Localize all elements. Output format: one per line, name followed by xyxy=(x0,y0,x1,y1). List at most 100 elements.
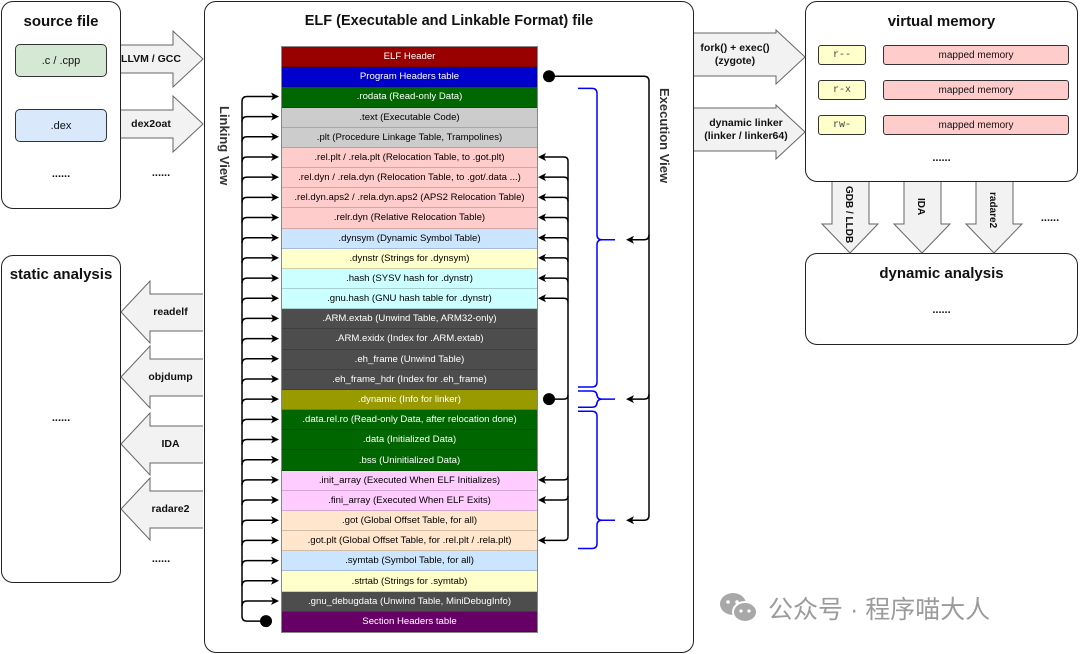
linking-view-branch xyxy=(241,95,277,102)
linking-view-branch xyxy=(241,156,277,163)
arrow-head-icon xyxy=(271,516,279,525)
arrow-head-icon xyxy=(538,274,546,283)
linking-view-branch xyxy=(241,317,277,324)
arrow-head-icon xyxy=(538,193,546,202)
dynamic-branch xyxy=(540,176,569,182)
perm-rx: r-x xyxy=(818,80,866,100)
linking-view-label: Linking View xyxy=(217,106,232,186)
arrow-head-icon xyxy=(271,475,279,484)
elf-section-row: .dynsym (Dynamic Symbol Table) xyxy=(282,228,537,249)
load-arrow-fork-exec-label: fork() + exec() (zygote) xyxy=(700,41,770,67)
segment-brace-dynamic xyxy=(578,390,615,408)
elf-section-row: .gnu.hash (GNU hash table for .dynstr) xyxy=(282,289,537,310)
arrow-head-icon xyxy=(626,395,634,404)
elf-section-row: .gnu_debugdata (Unwind Table, MiniDebugI… xyxy=(282,591,537,612)
arrow-head-icon xyxy=(271,415,279,424)
execution-view-trunk xyxy=(549,75,650,521)
elf-section-row: .rel.plt / .rela.plt (Relocation Table, … xyxy=(282,147,537,169)
arrow-head-icon xyxy=(271,112,279,121)
arrow-head-icon xyxy=(271,193,279,202)
linking-view-branch xyxy=(241,236,277,243)
elf-section-row: .dynamic (Info for linker) xyxy=(282,389,537,411)
linking-view-branch xyxy=(241,277,277,284)
mapped-memory-region: mapped memory xyxy=(883,115,1069,135)
linking-view-branch xyxy=(241,378,277,385)
arrow-head-icon xyxy=(271,334,279,343)
linking-view-branch xyxy=(241,539,277,546)
arrow-head-icon xyxy=(538,536,546,545)
dynamic-branch xyxy=(540,475,569,481)
linking-view-trunk xyxy=(241,101,266,622)
linking-view-branch xyxy=(241,297,277,304)
linking-view-branch xyxy=(241,358,277,364)
static-arrow-readelf-label: readelf xyxy=(153,306,188,318)
source-item-dex: .dex xyxy=(15,109,107,142)
dynamic-analysis-box: dynamic analysis ...... xyxy=(805,253,1078,345)
elf-section-row: .data.rel.ro (Read-only Data, after relo… xyxy=(282,410,537,431)
static-more: ...... xyxy=(151,553,171,565)
arrow-head-icon xyxy=(271,354,279,363)
arrow-head-icon xyxy=(271,213,279,222)
linking-view-branch xyxy=(241,519,277,526)
linking-view-branch xyxy=(241,418,277,425)
arrow-head-icon xyxy=(271,576,279,585)
static-arrow-ida xyxy=(120,411,203,477)
static-arrow-readelf xyxy=(120,279,203,345)
dynamic-branch xyxy=(540,216,569,222)
execution-view-branch xyxy=(628,234,650,241)
virtual-memory-more: ...... xyxy=(932,152,951,164)
perm-rw: rw- xyxy=(818,115,866,135)
elf-section-row: .rodata (Read-only Data) xyxy=(282,87,537,108)
arrow-head-icon xyxy=(271,274,279,283)
arrow-head-icon xyxy=(271,253,279,262)
mapped-memory-region: mapped memory xyxy=(883,45,1069,65)
dynamic-branch xyxy=(540,496,569,501)
load-arrow-dynamic-linker xyxy=(694,103,806,161)
elf-section-row: .eh_frame_hdr (Index for .eh_frame) xyxy=(282,369,537,390)
compile-arrow-dex2oat xyxy=(121,94,204,154)
elf-section-row: .got (Global Offset Table, for all) xyxy=(282,510,537,532)
arrow-head-icon xyxy=(271,374,279,383)
linking-view-branch xyxy=(241,337,277,344)
arrow-head-icon xyxy=(271,294,279,303)
virtual-memory-box: virtual memory r-- mapped memory r-x map… xyxy=(805,1,1078,182)
dynamic-branch xyxy=(540,196,569,202)
elf-section-row: .bss (Uninitialized Data) xyxy=(282,450,537,471)
source-file-box: source file .c / .cpp .dex ...... xyxy=(1,1,121,209)
elf-title: ELF (Executable and Linkable Format) fil… xyxy=(304,13,594,29)
arrow-head-icon xyxy=(271,92,279,101)
source-item-c-cpp: .c / .cpp xyxy=(15,44,107,77)
elf-section-row: .dynstr (Strings for .dynsym) xyxy=(282,248,537,269)
arrow-head-icon xyxy=(271,455,279,464)
mapped-memory-region: mapped memory xyxy=(883,80,1069,100)
arrow-head-icon xyxy=(271,596,279,605)
dynamic-branch xyxy=(540,536,569,542)
load-arrow-fork-exec xyxy=(694,28,806,86)
linking-view-branch xyxy=(241,216,277,223)
elf-section-row: .plt (Procedure Linkage Table, Trampolin… xyxy=(282,127,537,148)
elf-section-row: .rel.dyn.aps2 / .rela.dyn.aps2 (APS2 Rel… xyxy=(282,188,537,209)
static-analysis-title: static analysis xyxy=(9,266,113,283)
linking-view-branch xyxy=(241,176,277,183)
arrow-head-icon xyxy=(538,496,546,505)
debug-arrow-ida xyxy=(892,182,952,254)
arrow-head-icon xyxy=(271,395,279,404)
dynamic-branch xyxy=(540,156,569,162)
arrow-head-icon xyxy=(271,233,279,242)
elf-section-row: Program Headers table xyxy=(282,67,537,88)
arrow-head-icon xyxy=(271,173,279,182)
elf-section-row: .text (Executable Code) xyxy=(282,107,537,128)
debug-more: ...... xyxy=(1040,212,1060,224)
linking-view-branch xyxy=(241,136,277,142)
execution-view-label: Execution View xyxy=(657,88,672,184)
arrow-head-icon xyxy=(271,132,279,141)
linking-view-branch xyxy=(241,398,277,405)
watermark-text: 公众号 · 程序喵大人 xyxy=(768,596,991,624)
segment-brace-text xyxy=(578,87,615,388)
static-arrow-objdump-label: objdump xyxy=(148,371,193,383)
linking-view-branch xyxy=(241,559,277,566)
wechat-icon xyxy=(720,593,758,623)
dynamic-branch xyxy=(540,236,569,242)
